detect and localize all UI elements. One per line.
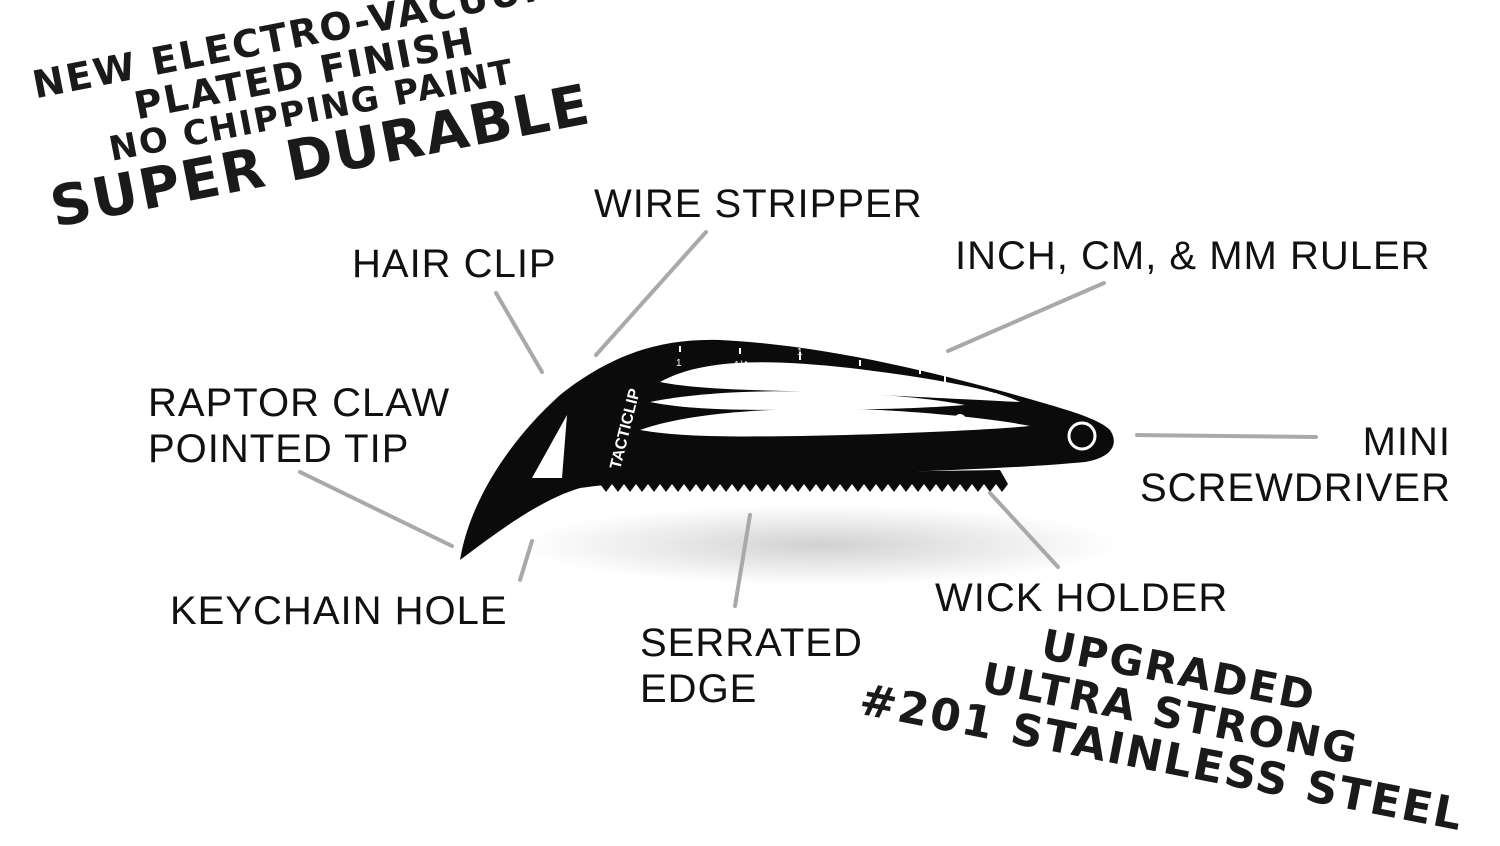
callout-mini-screwdriver-line2: SCREWDRIVER: [1139, 466, 1451, 510]
upper-slot-cutout: [660, 362, 1020, 402]
callout-mini-screwdriver: MINI SCREWDRIVER: [1133, 419, 1451, 511]
leader-screwdriver: [1135, 433, 1318, 439]
wick-holder-hole: [954, 414, 966, 426]
callout-serrated-edge: SERRATED EDGE: [640, 620, 863, 712]
callout-ruler: INCH, CM, & MM RULER: [955, 234, 1431, 278]
ruler-mark-label: 1: [797, 347, 803, 358]
ruler-ticks: [679, 346, 991, 388]
leader-wire-stripper: [594, 230, 708, 357]
leader-keychain-hole: [518, 539, 534, 582]
callout-keychain-hole: KEYCHAIN HOLE: [170, 589, 508, 633]
callout-raptor-claw-line2: POINTED TIP: [148, 427, 410, 471]
screwdriver-ring-inner: [1075, 429, 1089, 443]
callout-serrated-edge-line1: SERRATED: [640, 621, 863, 665]
callout-mini-screwdriver-line1: MINI: [1362, 420, 1451, 464]
callout-hair-clip: HAIR CLIP: [352, 242, 557, 286]
ruler-mark-label: 3/4: [984, 392, 998, 403]
leader-lines: [298, 230, 1318, 608]
leader-hair-clip: [494, 291, 544, 374]
callout-serrated-edge-line2: EDGE: [640, 667, 758, 711]
ruler-mark-label: 1/2: [793, 366, 807, 377]
keychain-hole-cutout: [532, 415, 567, 478]
ruler-mark-label: 1: [942, 384, 948, 395]
leader-raptor-claw: [298, 470, 454, 548]
ruler-mark-label: 1: [917, 358, 923, 369]
leader-wick-holder: [988, 491, 1060, 569]
leader-serrated-edge: [733, 513, 752, 608]
callout-raptor-claw: RAPTOR CLAW POINTED TIP: [148, 380, 450, 472]
screwdriver-ring: [1067, 421, 1097, 451]
ruler-labels: 1 1/4 1 1/2 3/4 1 1 3/4: [676, 347, 998, 403]
tool-shadow: [520, 505, 1120, 585]
callout-wire-stripper: WIRE STRIPPER: [594, 182, 923, 226]
ruler-mark-label: 1: [676, 358, 682, 369]
serrated-edge-teeth: [600, 470, 1008, 492]
callout-wick-holder: WICK HOLDER: [935, 576, 1229, 620]
lower-slot-cutout: [650, 391, 965, 410]
middle-slot-cutout: [640, 408, 1030, 437]
ruler-mark-label: 1/4: [734, 360, 748, 371]
callout-raptor-claw-line1: RAPTOR CLAW: [148, 381, 451, 425]
ruler-mark-label: 3/4: [853, 370, 867, 381]
leader-ruler: [946, 281, 1106, 353]
